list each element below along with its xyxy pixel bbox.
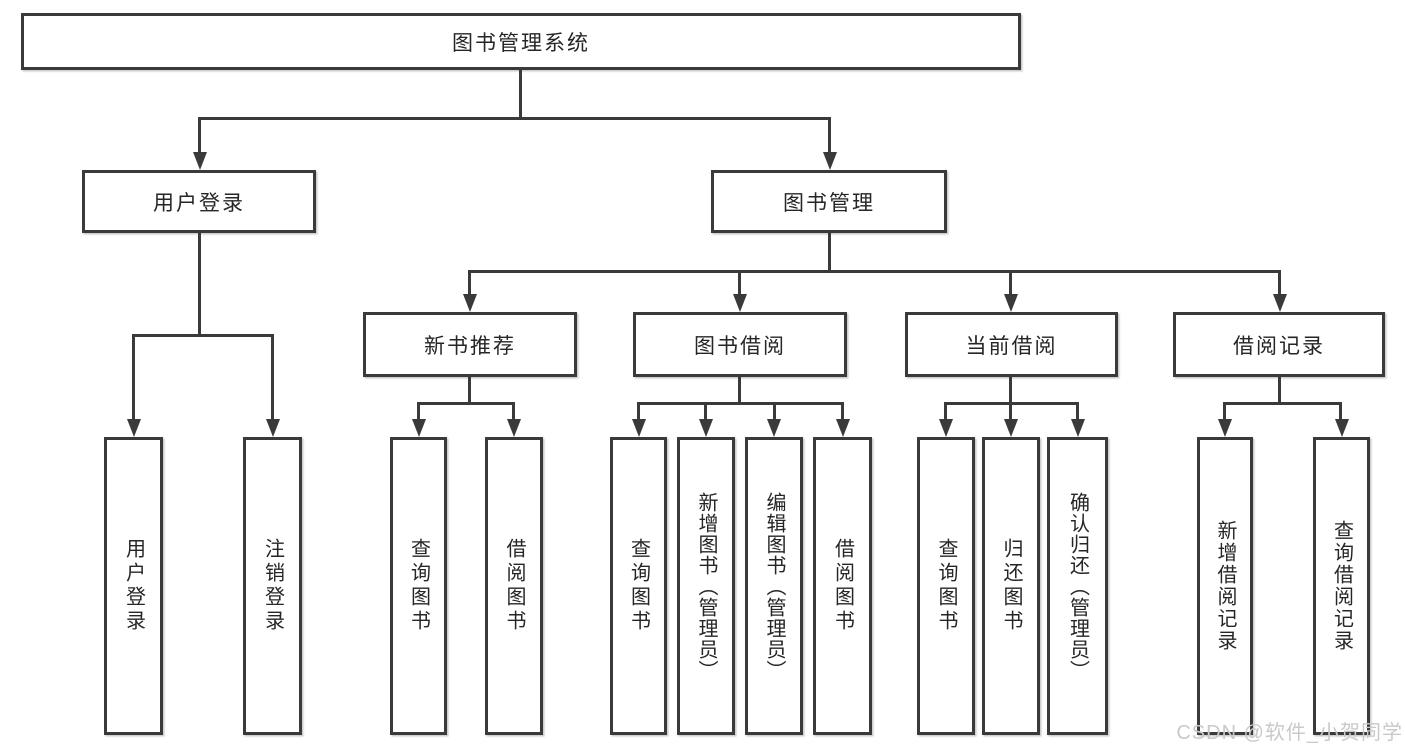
connector-recommend-crossbar [417, 402, 515, 405]
leaf-add-book-admin: 新增图书（管理员） [677, 437, 735, 735]
connector-bookmgmt-stem [828, 233, 831, 273]
node-user-login-label: 用户登录 [153, 191, 245, 215]
connector-rec-leaf2 [512, 402, 515, 420]
leaf-query-borrow-record: 查询借阅记录 [1313, 437, 1370, 735]
leaf-add-borrow-record-label: 新增借阅记录 [1214, 520, 1236, 652]
connector-borrow-leaf3 [773, 402, 776, 420]
leaf-recommend-query-book-label: 查询图书 [407, 538, 430, 634]
connector-rec-leaf1 [417, 402, 420, 420]
arrowhead-recommend [462, 294, 477, 312]
node-book-borrow-label: 图书借阅 [694, 334, 786, 358]
leaf-confirm-return-admin: 确认归还（管理员） [1047, 437, 1108, 735]
arrowhead-leaf-logout [265, 419, 280, 437]
node-user-login: 用户登录 [82, 170, 316, 233]
leaf-logout: 注销登录 [243, 437, 302, 735]
arrowhead-borrow [732, 294, 747, 312]
leaf-query-borrow-record-label: 查询借阅记录 [1330, 520, 1353, 652]
connector-to-borrow [738, 270, 741, 295]
connector-bookmgmt-crossbar [468, 270, 1281, 273]
connector-current-leaf1 [944, 402, 947, 420]
leaf-borrow-borrow-book-label: 借阅图书 [831, 538, 854, 634]
node-borrow-record-label: 借阅记录 [1233, 334, 1325, 358]
arrowhead-current-leaf3 [1070, 419, 1085, 437]
node-book-borrow: 图书借阅 [633, 312, 847, 377]
connector-current-leaf3 [1076, 402, 1079, 420]
leaf-edit-book-admin: 编辑图书（管理员） [745, 437, 803, 735]
arrowhead-rec-leaf2 [507, 419, 521, 437]
leaf-borrow-query-book: 查询图书 [610, 437, 667, 735]
node-new-book-recommend: 新书推荐 [363, 312, 577, 377]
connector-record-leaf2 [1339, 402, 1342, 420]
arrowhead-record [1272, 294, 1287, 312]
connector-root-crossbar [198, 117, 831, 120]
leaf-confirm-return-admin-label: 确认归还（管理员） [1066, 491, 1089, 681]
connector-to-recommend [468, 270, 471, 295]
connector-borrow-leaf1 [637, 402, 640, 420]
connector-to-leaf-logout [271, 334, 274, 420]
arrowhead-borrow-leaf4 [835, 419, 850, 437]
leaf-recommend-borrow-book-label: 借阅图书 [503, 538, 525, 634]
arrowhead-current-leaf1 [939, 419, 953, 437]
arrowhead-borrow-leaf2 [699, 419, 713, 437]
node-current-borrow: 当前借阅 [905, 312, 1118, 377]
connector-to-user-login [198, 117, 201, 153]
arrowhead-rec-leaf1 [411, 419, 426, 437]
connector-root-stem [519, 69, 522, 119]
connector-to-record [1278, 270, 1281, 295]
connector-record-crossbar [1223, 402, 1342, 405]
arrowhead-record-leaf2 [1334, 419, 1349, 437]
leaf-add-book-admin-label: 新增图书（管理员） [695, 491, 717, 681]
node-borrow-record: 借阅记录 [1173, 312, 1385, 377]
leaf-return-book: 归还图书 [982, 437, 1040, 735]
connector-to-book-mgmt [828, 117, 831, 153]
leaf-user-login-label: 用户登录 [122, 538, 145, 634]
arrowhead-current-leaf2 [1004, 419, 1018, 437]
leaf-return-book-label: 归还图书 [1000, 538, 1022, 634]
leaf-recommend-query-book: 查询图书 [390, 437, 447, 735]
connector-borrow-leaf2 [704, 402, 707, 420]
arrowhead-leaf-login [126, 419, 141, 437]
node-root-library-system: 图书管理系统 [21, 13, 1021, 70]
arrowhead-record-leaf1 [1218, 419, 1232, 437]
connector-to-leaf-login [132, 334, 135, 420]
connector-to-current [1009, 270, 1012, 295]
leaf-borrow-borrow-book: 借阅图书 [813, 437, 872, 735]
connector-record-stem [1278, 377, 1281, 404]
leaf-borrow-query-book-label: 查询图书 [627, 538, 650, 634]
arrowhead-user-login [192, 152, 207, 170]
connector-userlogin-stem [198, 233, 201, 336]
arrowhead-current [1003, 294, 1018, 312]
node-current-borrow-label: 当前借阅 [965, 334, 1058, 358]
leaf-current-query-book: 查询图书 [917, 437, 975, 735]
leaf-current-query-book-label: 查询图书 [935, 538, 957, 634]
arrowhead-borrow-leaf3 [767, 419, 781, 437]
connector-borrow-stem [738, 377, 741, 404]
leaf-logout-label: 注销登录 [261, 538, 284, 634]
leaf-user-login: 用户登录 [104, 437, 163, 735]
leaf-add-borrow-record: 新增借阅记录 [1197, 437, 1253, 735]
arrowhead-book-mgmt [822, 152, 837, 170]
node-new-book-recommend-label: 新书推荐 [424, 334, 516, 358]
connector-current-leaf2 [1009, 402, 1012, 420]
connector-userlogin-crossbar [132, 334, 274, 337]
connector-borrow-leaf4 [841, 402, 844, 420]
arrowhead-borrow-leaf1 [631, 419, 646, 437]
connector-recommend-stem [468, 377, 471, 404]
node-root-label: 图书管理系统 [452, 31, 590, 55]
node-book-management-label: 图书管理 [783, 191, 875, 215]
node-book-management: 图书管理 [711, 170, 947, 233]
leaf-recommend-borrow-book: 借阅图书 [485, 437, 543, 735]
leaf-edit-book-admin-label: 编辑图书（管理员） [763, 491, 785, 681]
connector-record-leaf1 [1223, 402, 1226, 420]
connector-current-stem [1009, 377, 1012, 404]
csdn-watermark: CSDN @软件_小贺同学 [1176, 722, 1403, 744]
connector-borrow-crossbar [637, 402, 844, 405]
